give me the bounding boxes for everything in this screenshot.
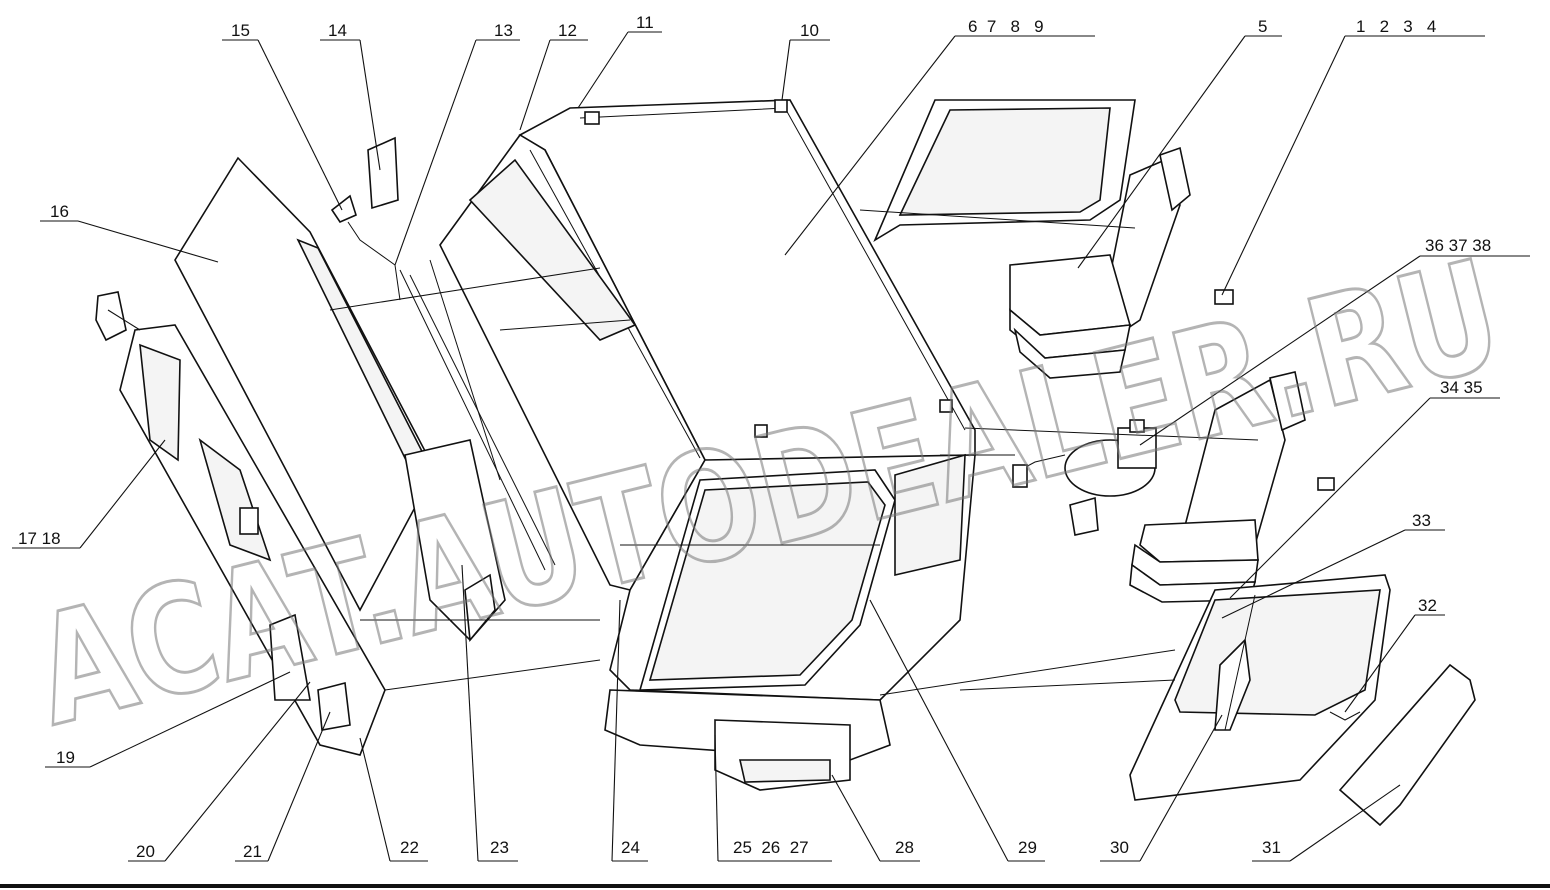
mirror [330, 136, 401, 301]
callout-24: 24 [621, 838, 640, 857]
callout-5: 5 [1258, 17, 1267, 36]
callout-32: 32 [1418, 596, 1437, 615]
callout-12: 12 [558, 21, 577, 40]
callout-6-9: 6 7 8 9 [968, 17, 1044, 36]
callout-17-18: 17 18 [18, 529, 61, 548]
assembly-lines [329, 209, 1259, 696]
callout-11: 11 [636, 13, 654, 32]
rear-window-frame [873, 99, 1136, 242]
side-door-panel [95, 291, 386, 756]
callout-labels: 15 14 13 12 11 10 6 7 8 9 5 1 2 3 4 16 3… [18, 13, 1491, 861]
callout-21: 21 [243, 842, 262, 861]
callout-1-4: 1 2 3 4 [1356, 17, 1436, 36]
leader-lines [12, 31, 1530, 862]
callout-20: 20 [136, 842, 155, 861]
callout-36-38: 36 37 38 [1425, 236, 1491, 255]
side-door [1129, 574, 1391, 801]
rear-panel [174, 156, 556, 642]
callout-29: 29 [1018, 838, 1037, 857]
callout-30: 30 [1110, 838, 1129, 857]
callout-22: 22 [400, 838, 419, 857]
cab-body [439, 99, 976, 791]
door-glass [1329, 663, 1476, 827]
callout-13: 13 [494, 21, 513, 40]
seat-upper [1009, 146, 1234, 379]
callout-28: 28 [895, 838, 914, 857]
callout-19: 19 [56, 748, 75, 767]
callout-33: 33 [1412, 511, 1431, 530]
callout-15: 15 [231, 21, 250, 40]
callout-31: 31 [1262, 838, 1281, 857]
callout-10: 10 [800, 21, 819, 40]
callout-34-35: 34 35 [1440, 378, 1483, 397]
callout-25-27: 25 26 27 [733, 838, 809, 857]
callout-14: 14 [328, 21, 347, 40]
callout-23: 23 [490, 838, 509, 857]
callout-16: 16 [50, 202, 69, 221]
